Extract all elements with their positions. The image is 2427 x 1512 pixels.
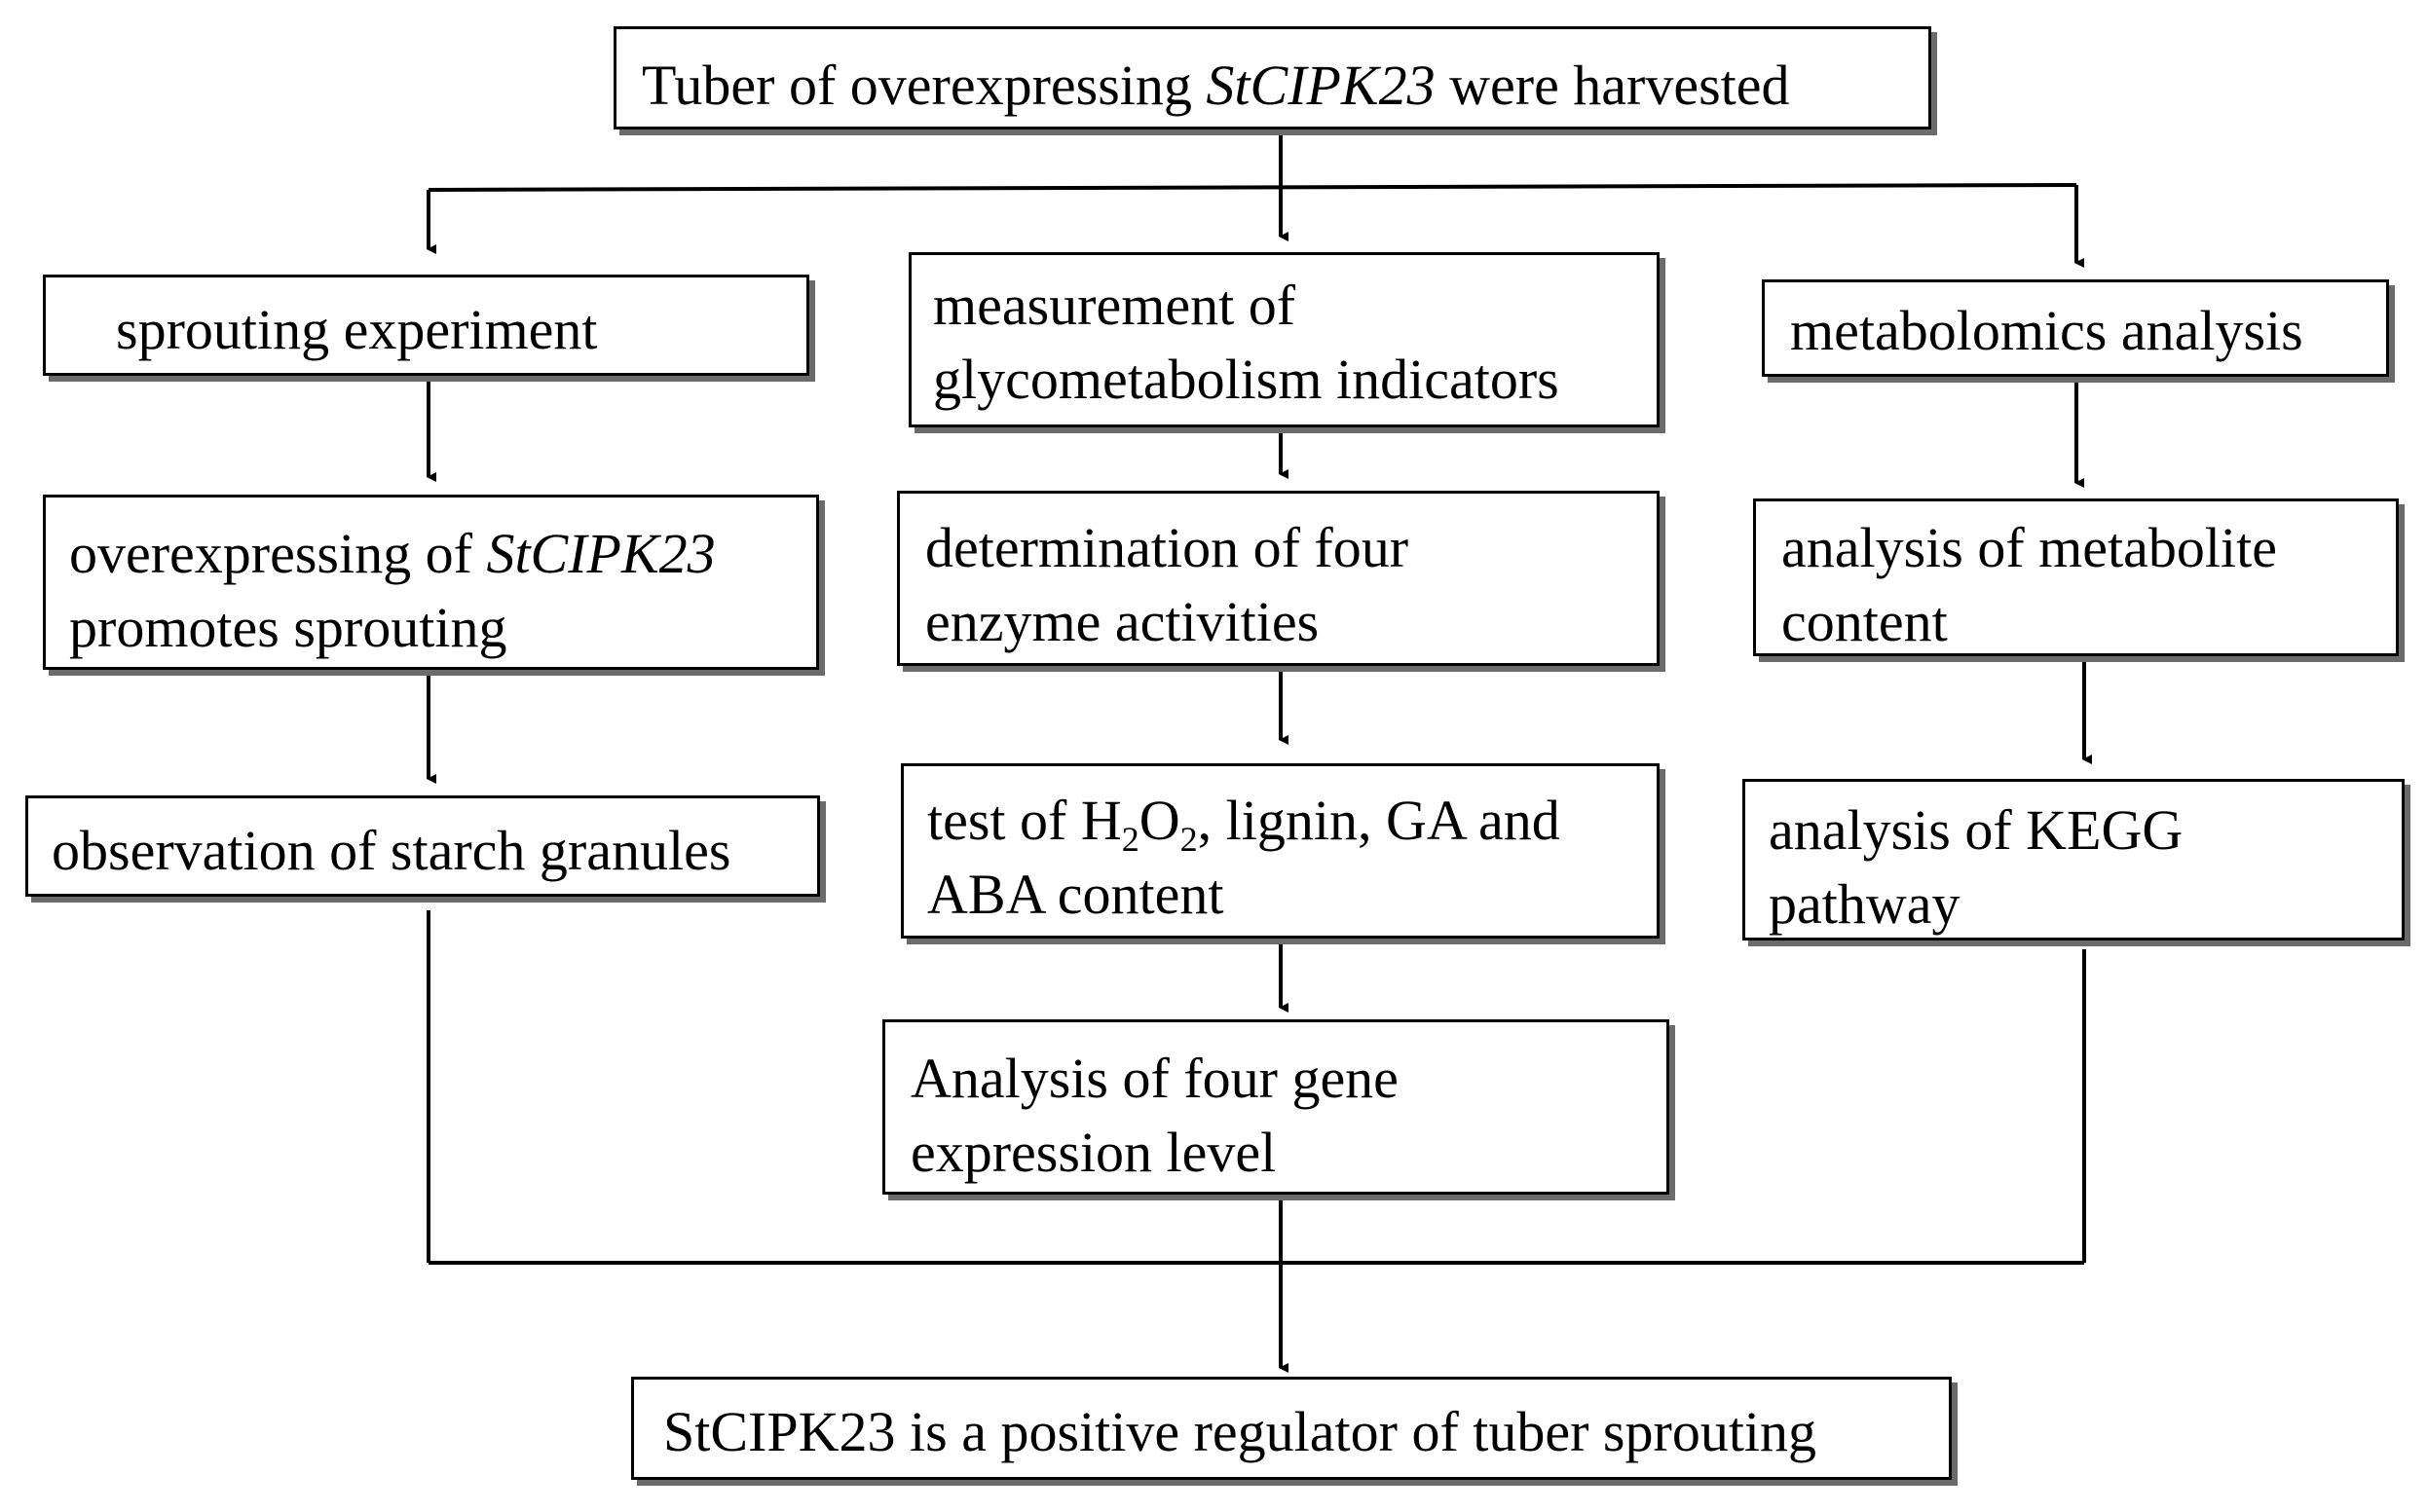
metabolite-content-box: analysis of metabolite content bbox=[1753, 498, 2399, 656]
promotes-sprouting-line2: promotes sprouting bbox=[69, 596, 507, 659]
split-bar bbox=[428, 183, 2077, 192]
glycometabolism-line2: glycometabolism indicators bbox=[933, 348, 1559, 411]
enzyme-activities-line1: determination of four bbox=[925, 516, 1409, 579]
kegg-pathway-box: analysis of KEGG pathway bbox=[1742, 779, 2405, 940]
h2o2-test-line2: ABA content bbox=[927, 863, 1224, 926]
start-box: Tuber of overexpressing StCIPK23 were ha… bbox=[614, 26, 1931, 129]
enzyme-activities-box: determination of four enzyme activities bbox=[897, 491, 1660, 666]
gene-expression-line1: Analysis of four gene bbox=[911, 1047, 1399, 1110]
sprouting-experiment-label: sprouting experiment bbox=[116, 298, 598, 361]
sprouting-experiment-box: sprouting experiment bbox=[43, 275, 809, 376]
glycometabolism-line1: measurement of bbox=[933, 274, 1296, 337]
gene-expression-line2: expression level bbox=[911, 1121, 1277, 1184]
starch-granules-label: observation of starch granules bbox=[52, 819, 731, 882]
promotes-sprouting-line1: overexpressing of StCIPK23 bbox=[69, 522, 716, 585]
metabolite-content-line1: analysis of metabolite bbox=[1781, 516, 2277, 579]
h2o2-test-box: test of H2O2, lignin, GA and ABA content bbox=[901, 763, 1660, 939]
conclusion-box: StCIPK23 is a positive regulator of tube… bbox=[631, 1377, 1952, 1480]
kegg-pathway-line1: analysis of KEGG bbox=[1769, 798, 2184, 862]
conclusion-label: StCIPK23 is a positive regulator of tube… bbox=[663, 1400, 1817, 1463]
kegg-pathway-line2: pathway bbox=[1769, 872, 1960, 936]
gene-expression-box: Analysis of four gene expression level bbox=[882, 1019, 1669, 1195]
start-box-text: Tuber of overexpressing StCIPK23 were ha… bbox=[642, 54, 1790, 117]
h2o2-test-line1: test of H2O2, lignin, GA and bbox=[927, 789, 1560, 859]
metabolomics-box: metabolomics analysis bbox=[1762, 279, 2389, 377]
promotes-sprouting-box: overexpressing of StCIPK23 promotes spro… bbox=[43, 495, 819, 670]
metabolomics-label: metabolomics analysis bbox=[1790, 299, 2303, 362]
glycometabolism-box: measurement of glycometabolism indicator… bbox=[909, 252, 1660, 427]
enzyme-activities-line2: enzyme activities bbox=[925, 590, 1320, 653]
starch-granules-box: observation of starch granules bbox=[25, 795, 820, 897]
metabolite-content-line2: content bbox=[1781, 590, 1948, 653]
